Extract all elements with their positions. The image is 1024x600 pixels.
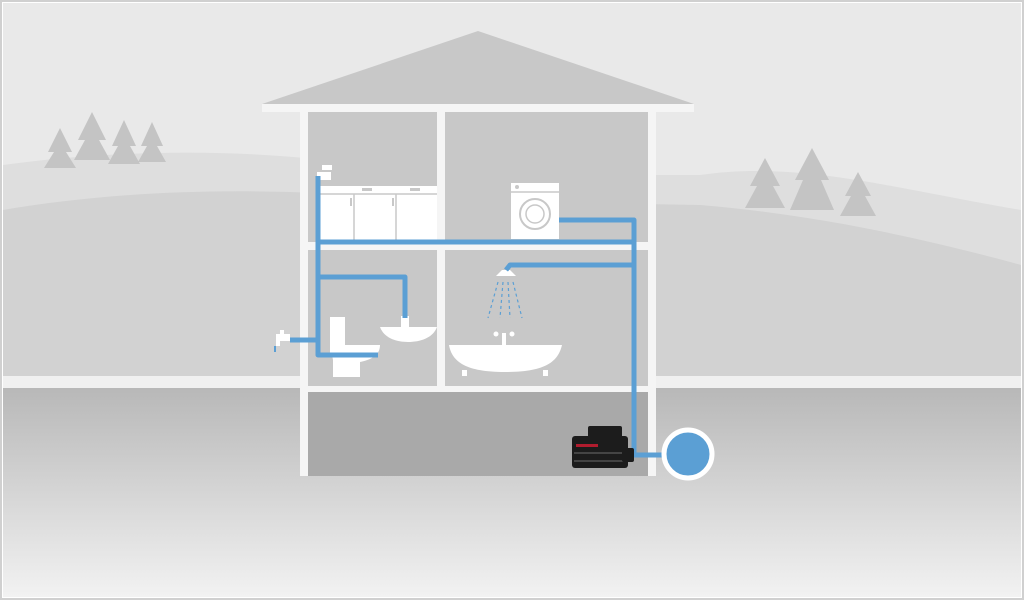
kitchen-cabinets-icon [318, 186, 437, 240]
pipe-shower [504, 262, 634, 272]
water-source-icon [661, 427, 715, 481]
bathtub-icon [449, 331, 562, 376]
roof-eave-gap [262, 104, 694, 112]
pipe-main-riser [315, 176, 378, 358]
trees-left [44, 112, 166, 168]
sink-icon [380, 316, 437, 342]
shower-head-icon [487, 270, 523, 319]
pipe-washing-machine [559, 217, 637, 455]
trees-right [745, 148, 876, 216]
house-roof [262, 31, 694, 104]
kitchen-tap-icon [317, 165, 332, 180]
washing-machine-icon [511, 183, 559, 239]
water-pump-icon [572, 426, 634, 468]
water-pipes [290, 176, 668, 458]
room-toilet [308, 250, 437, 386]
garden-tap-icon [274, 330, 290, 352]
pipe-sink [318, 274, 408, 318]
